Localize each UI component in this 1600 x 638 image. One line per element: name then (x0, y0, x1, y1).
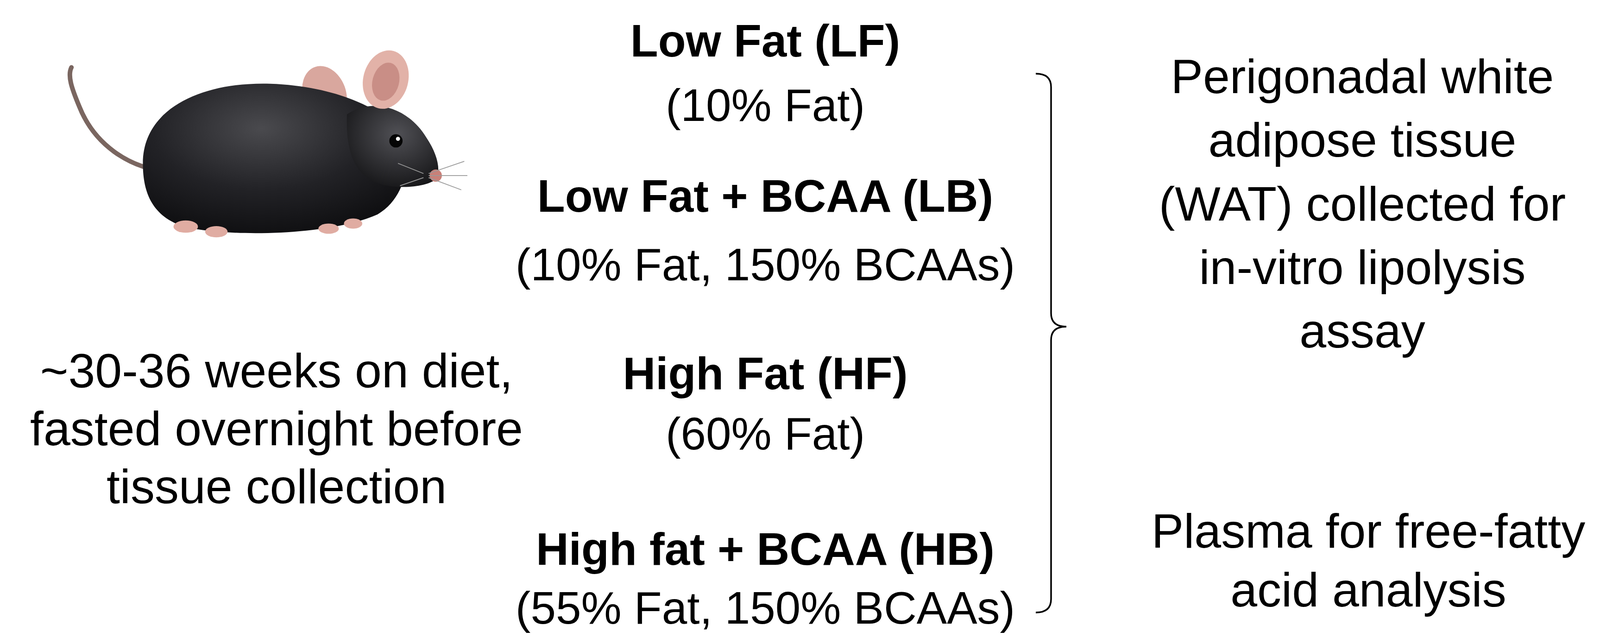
group-name: High fat + BCAA (HB) (535, 522, 995, 576)
mouse-feet (173, 218, 363, 238)
group-name: Low Fat (LF) (630, 14, 901, 68)
timeline-note: ~30-36 weeks on diet, fasted overnight b… (21, 341, 532, 516)
group-name: High Fat (HF) (622, 347, 908, 400)
outcome-note: Plasma for free-fatty acid analysis (1141, 501, 1596, 620)
diet-composition: (10% Fat) (665, 79, 865, 132)
outcome-note: Perigonadal white adipose tissue (WAT) c… (1135, 44, 1590, 363)
diet-composition: (55% Fat, 150% BCAAs) (515, 581, 1015, 635)
curly-bracket (1035, 73, 1067, 613)
mouse-ear-inner (367, 59, 404, 104)
mouse-head (346, 106, 439, 188)
group-name: Low Fat + BCAA (LB) (537, 170, 994, 223)
mouse-illustration (69, 45, 468, 238)
mouse-whiskers (397, 161, 468, 190)
diet-composition: (10% Fat, 150% BCAAs) (515, 238, 1015, 291)
mouse-eye-highlight (396, 136, 401, 141)
diet-composition: (60% Fat) (665, 407, 865, 460)
mouse-ear (356, 45, 416, 115)
mouse-eye (389, 134, 403, 148)
